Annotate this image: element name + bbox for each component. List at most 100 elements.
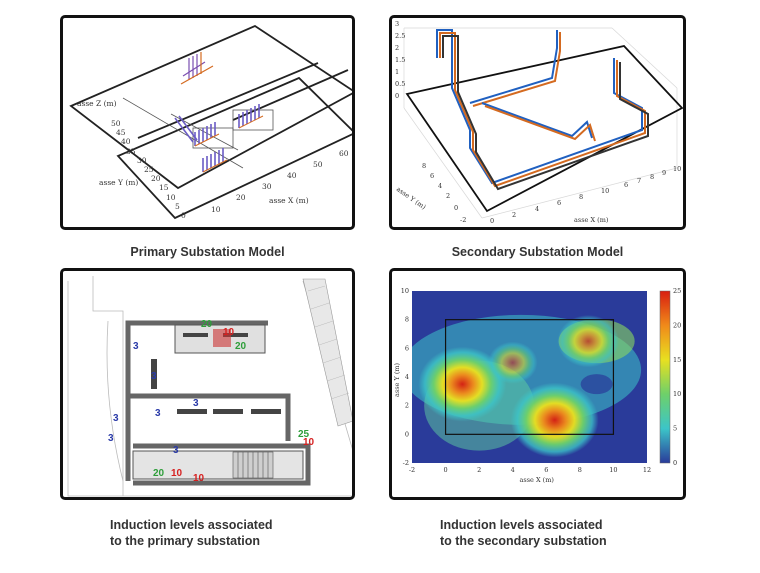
heatmap-x-label: asse X (m) bbox=[520, 476, 555, 484]
primary-x-tick: 50 bbox=[313, 160, 323, 169]
building-wall bbox=[125, 320, 268, 481]
secondary-z-tick: 2.5 bbox=[395, 32, 405, 40]
caption-primary-model: Primary Substation Model bbox=[130, 245, 285, 259]
colorbar-tick: 0 bbox=[673, 459, 677, 467]
secondary-z-tick: 0 bbox=[395, 92, 399, 100]
heatmap-y-tick: 6 bbox=[405, 344, 409, 352]
heatmap-y-tick: 2 bbox=[405, 402, 409, 410]
heatmap-x-tick: 12 bbox=[643, 466, 651, 474]
secondary-z-tick: 3 bbox=[395, 20, 399, 28]
primary-x-tick: 10 bbox=[211, 205, 221, 214]
heatmap-x-tick: -2 bbox=[409, 466, 415, 474]
secondary-x-label: asse X (m) bbox=[574, 216, 609, 224]
heatmap-hotspot bbox=[510, 382, 599, 458]
heatmap-y-label: asse Y (m) bbox=[393, 362, 401, 397]
primary-x-label: asse X (m) bbox=[269, 196, 309, 205]
secondary-z-tick: 0.5 bbox=[395, 80, 405, 88]
secondary-model-panel: 3 2.5 2 1.5 1 0.5 0 8 6 4 2 0 -2 0 2 4 6… bbox=[389, 15, 686, 230]
primary-y-tick: 40 bbox=[121, 137, 131, 146]
heatmap-y-tick: 4 bbox=[405, 373, 409, 381]
ground-plane bbox=[405, 45, 683, 213]
induction-value-label: 3 bbox=[113, 413, 119, 424]
primary-y-tick: 25 bbox=[144, 165, 154, 174]
secondary-y-tick: 8 bbox=[422, 162, 426, 170]
secondary-y-tick: 4 bbox=[438, 182, 442, 190]
colorbar bbox=[659, 290, 671, 464]
heatmap-hotspot bbox=[418, 346, 507, 422]
secondary-x-tick: 4 bbox=[535, 205, 539, 213]
secondary-y-tick: 0 bbox=[454, 204, 458, 212]
caption-line: to the secondary substation bbox=[440, 534, 607, 548]
caption-primary-induction: Induction levels associated to the prima… bbox=[110, 517, 310, 549]
secondary-y-tick: 6 bbox=[430, 172, 434, 180]
induction-value-label: 3 bbox=[151, 371, 157, 382]
induction-value-label: 3 bbox=[173, 445, 179, 456]
caption-secondary-model: Secondary Substation Model bbox=[451, 245, 624, 259]
heatmap-y-tick: -2 bbox=[403, 459, 409, 467]
secondary-x-tick: 8 bbox=[650, 173, 654, 181]
primary-y-tick: 35 bbox=[126, 147, 136, 156]
heatmap-x-tick: 6 bbox=[544, 466, 548, 474]
primary-y-label: asse Y (m) bbox=[99, 178, 138, 187]
primary-x-tick: 60 bbox=[339, 149, 349, 158]
secondary-y-tick: 2 bbox=[446, 192, 450, 200]
caption-line: Induction levels associated bbox=[440, 518, 603, 532]
secondary-z-tick: 2 bbox=[395, 44, 399, 52]
secondary-x-tick: 7 bbox=[637, 177, 641, 185]
caption-line: to the primary substation bbox=[110, 534, 261, 548]
secondary-x-tick: 9 bbox=[662, 169, 666, 177]
primary-y-tick: 10 bbox=[166, 193, 176, 202]
primary-y-tick: 0 bbox=[181, 211, 186, 220]
induction-value-label: 3 bbox=[108, 433, 114, 444]
induction-value-label: 10 bbox=[171, 468, 183, 479]
induction-value-label: 10 bbox=[193, 473, 205, 484]
primary-y-tick: 20 bbox=[151, 174, 161, 183]
secondary-model-plot: 3 2.5 2 1.5 1 0.5 0 8 6 4 2 0 -2 0 2 4 6… bbox=[395, 20, 683, 225]
secondary-x-tick: 2 bbox=[512, 211, 516, 219]
primary-y-tick: 45 bbox=[116, 128, 126, 137]
hatched-area bbox=[302, 278, 352, 427]
secondary-x-tick: 8 bbox=[579, 193, 583, 201]
heatmap-x-tick: 0 bbox=[444, 466, 448, 474]
secondary-x-tick: 10 bbox=[673, 165, 681, 173]
secondary-x-tick: 0 bbox=[490, 217, 494, 225]
secondary-x-tick: 10 bbox=[601, 187, 609, 195]
upper-plane bbox=[69, 24, 352, 190]
primary-x-tick: 40 bbox=[287, 171, 297, 180]
induction-value-label: 3 bbox=[155, 408, 161, 419]
induction-value-label: 20 bbox=[235, 341, 247, 352]
secondary-z-tick: 1.5 bbox=[395, 56, 405, 64]
colorbar-tick: 15 bbox=[673, 356, 681, 364]
heatmap-y-tick: 8 bbox=[405, 316, 409, 324]
primary-x-tick: 20 bbox=[236, 193, 246, 202]
primary-model-panel: asse Z (m) asse Y (m) asse X (m) 50 45 4… bbox=[60, 15, 355, 230]
induction-value-label: 25 bbox=[298, 429, 310, 440]
secondary-y-tick: -2 bbox=[460, 216, 466, 224]
secondary-x-tick: 6 bbox=[557, 199, 561, 207]
induction-value-label: 10 bbox=[223, 327, 235, 338]
heatmap-hotspot bbox=[487, 341, 538, 384]
heatmap-hotspot bbox=[557, 314, 620, 368]
induction-value-label: 20 bbox=[201, 319, 213, 330]
caption-line: Induction levels associated bbox=[110, 518, 273, 532]
induction-value-label: 3 bbox=[193, 398, 199, 409]
secondary-y-label: asse Y (m) bbox=[395, 185, 428, 211]
induction-value-label: 20 bbox=[153, 468, 165, 479]
lower-plane bbox=[116, 76, 352, 220]
heatmap-y-tick: 10 bbox=[401, 287, 409, 295]
colorbar-tick: 5 bbox=[673, 425, 677, 433]
primary-x-tick: 30 bbox=[262, 182, 272, 191]
heatmap-y-tick: 0 bbox=[405, 430, 409, 438]
colorbar-tick: 20 bbox=[673, 321, 681, 329]
heatmap-x-tick: 8 bbox=[578, 466, 582, 474]
heatmap-x-tick: 10 bbox=[609, 466, 617, 474]
primary-model-plot: asse Z (m) asse Y (m) asse X (m) 50 45 4… bbox=[69, 24, 352, 220]
primary-y-tick: 15 bbox=[159, 183, 169, 192]
induction-value-label: 10 bbox=[303, 437, 315, 448]
secondary-x-tick: 6 bbox=[624, 181, 628, 189]
colorbar-tick: 25 bbox=[673, 287, 681, 295]
primary-y-tick: 30 bbox=[137, 156, 147, 165]
